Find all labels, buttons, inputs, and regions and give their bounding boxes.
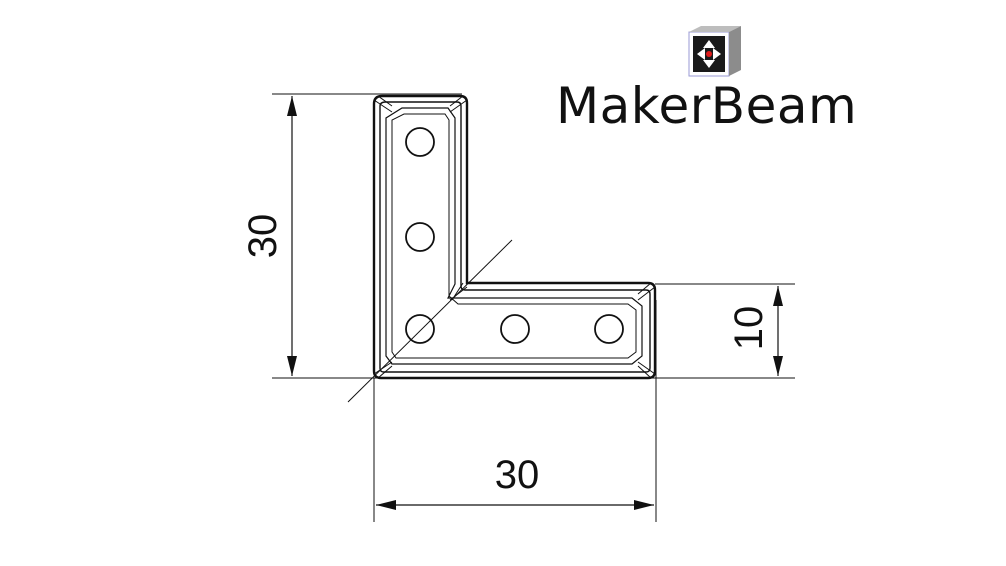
overall-height-label: 30 (241, 214, 285, 259)
mounting-holes (405, 127, 624, 344)
bracket-outer-outline (372, 94, 657, 380)
mounting-hole (405, 314, 435, 344)
mounting-hole (405, 127, 435, 157)
corner-flare-leg-top (637, 282, 656, 301)
brand-wordmark: MakerBeam (556, 77, 858, 135)
dimension-lines (287, 96, 783, 510)
makerbeam-cube-logo-icon (688, 26, 741, 77)
bracket-inner-outline (379, 101, 651, 373)
mounting-hole (500, 314, 530, 344)
leg-width-label: 10 (727, 306, 771, 351)
bracket-chamfer-outline (385, 107, 643, 365)
corner-flare-bottom-right (637, 361, 656, 379)
corner-flare-top-right (449, 95, 468, 113)
l-bracket (372, 94, 657, 380)
bracket-inner-chamfer (391, 113, 637, 359)
corner-flare-bottom-left (373, 361, 393, 379)
overall-width-label: 30 (495, 453, 540, 497)
mounting-hole (594, 314, 624, 344)
corner-flare-inner (449, 282, 468, 301)
brand: MakerBeam (556, 26, 876, 136)
mounting-hole (405, 222, 435, 252)
corner-flare-top-left (373, 95, 393, 113)
